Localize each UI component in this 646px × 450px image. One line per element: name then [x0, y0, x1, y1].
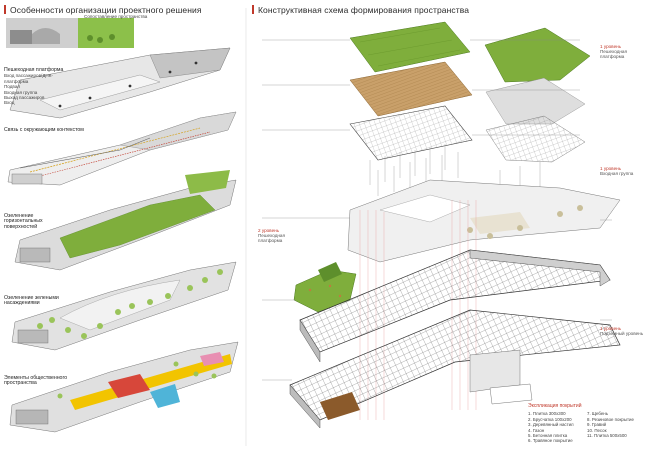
leader-lines [262, 39, 612, 381]
level-1-sub: Пешеходная платформа [258, 233, 285, 244]
section-platform: Пешеходная платформа Вход пассажиров/ДНК… [4, 67, 66, 106]
legend-item-3: Вход [4, 100, 15, 106]
explication-item: 5. Бетонная плитка [528, 433, 568, 439]
axon-greening-surfaces [14, 170, 237, 271]
context-label: Сопоставление пространства [84, 14, 148, 19]
explication-item: 6. Травяное покрытие [528, 438, 573, 444]
legend-item-2: Выход пассажиров [4, 95, 45, 101]
explication-item: 4. Газон [528, 427, 545, 433]
section-planting-title: Озеленение зелеными насаждениями [4, 295, 59, 307]
section-platform-sub: Вход пассажиров/ДНК-платформа [4, 73, 53, 84]
section-platform-title: Пешеходная платформа [4, 67, 64, 73]
explication-item: 11. Плитка 500х500 [587, 433, 627, 439]
level-1-title: 2 уровень [258, 228, 280, 233]
explication-col-2: 7. Щебень 8. Резиновое покрытие 9. Грави… [587, 411, 640, 443]
underground-structure [289, 309, 621, 429]
level-0-title: 1 уровень [600, 44, 622, 49]
level-3-title: 1 уровень [600, 326, 622, 331]
explication-item: 9. Гравий [587, 422, 607, 428]
exploded-wood-layer [349, 61, 473, 117]
section-greening-title: Озеленение горизонтальных поверхностей [4, 213, 43, 230]
legend-item-1: Входная группа [4, 89, 38, 95]
level-label-underground: 1 уровень Подземный уровень [600, 326, 644, 336]
explication-item: 8. Резиновое покрытие [587, 416, 634, 422]
exploded-grid-layer [349, 77, 586, 163]
axon-planting [11, 261, 237, 351]
section-context-title: Связь с окружающим контекстом [4, 127, 84, 133]
right-panel-title: Конструктивная схема формирования простр… [252, 5, 469, 15]
exploded-green-roof [349, 21, 591, 83]
explication-title: Экспликация покрытий [528, 403, 582, 409]
legend-item-0: Подвал [4, 84, 21, 90]
level-3-sub: Подземный уровень [600, 331, 644, 337]
explication-item: 3. Деревянный настил [528, 422, 574, 428]
explication-item: 1. Плитка 300х300 [528, 411, 566, 417]
level-0-sub: Пешеходная платформа [600, 49, 627, 60]
level-2-sub: Входная группа [600, 171, 634, 177]
explication-item: 2. Брусчатка 100х200 [528, 416, 572, 422]
level-2-title: 1 уровень [600, 166, 622, 171]
level-label-upper: 2 уровень Пешеходная платформа [258, 228, 302, 244]
axon-platform [9, 47, 231, 119]
section-public-title: Элементы общественного пространства [4, 375, 68, 387]
level-label-roof: 1 уровень Пешеходная платформа [600, 44, 644, 60]
axon-public-space [9, 341, 239, 433]
left-panel-title: Особенности организации проектного решен… [4, 5, 202, 15]
level-label-entry: 1 уровень Входная группа [600, 166, 644, 176]
axon-context [7, 111, 237, 186]
context-image [6, 18, 134, 48]
plaza-level [347, 179, 621, 263]
explication-legend: Экспликация покрытий 1. Плитка 300х300 2… [528, 403, 640, 444]
canopy-structure [299, 249, 611, 363]
explication-col-1: 1. Плитка 300х300 2. Брусчатка 100х200 3… [528, 411, 581, 443]
explication-item: 10. Песок [587, 427, 607, 433]
explication-item: 7. Щебень [587, 411, 609, 417]
